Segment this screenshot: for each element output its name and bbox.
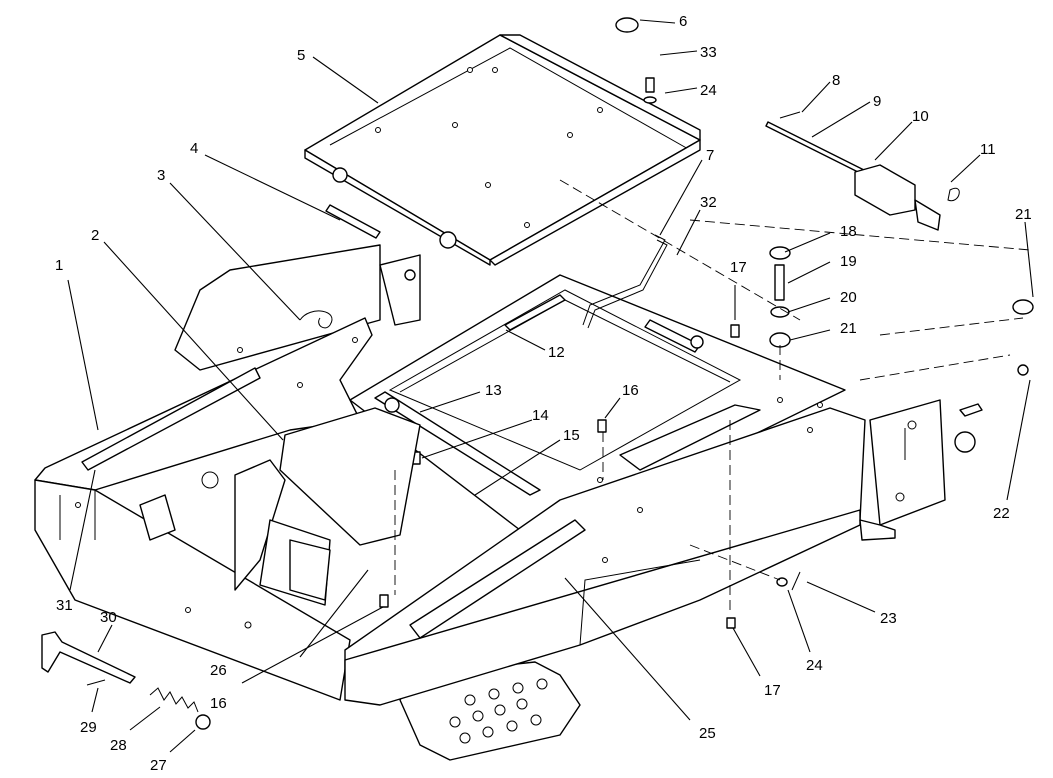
- main-frame: [34, 244, 983, 706]
- callout-12: 12: [548, 344, 565, 361]
- leader-lines: [67, 19, 1034, 753]
- callout-16-lower: 16: [210, 695, 227, 712]
- callout-21-right: 21: [1015, 206, 1032, 223]
- callout-25: 25: [699, 725, 716, 742]
- callout-2: 2: [91, 227, 99, 244]
- callout-21-center: 21: [840, 320, 857, 337]
- callout-3: 3: [157, 167, 165, 184]
- callout-17-lower: 17: [764, 682, 781, 699]
- callout-4: 4: [190, 140, 198, 157]
- callout-28: 28: [110, 737, 127, 754]
- callout-1: 1: [55, 257, 63, 274]
- callout-24-lower: 24: [806, 657, 823, 674]
- foot-plate: [399, 661, 581, 761]
- callout-27: 27: [150, 757, 167, 774]
- callout-19: 19: [840, 253, 857, 270]
- callout-17-upper: 17: [730, 259, 747, 276]
- callout-29: 29: [80, 719, 97, 736]
- callout-32: 32: [700, 194, 717, 211]
- callout-labels: 1 2 3 4 5 6 7 8 9 10 11 12 13 14 15 16 1…: [55, 13, 1032, 774]
- callout-10: 10: [912, 108, 929, 125]
- callout-15: 15: [563, 427, 580, 444]
- callout-8: 8: [832, 72, 840, 89]
- callout-30: 30: [100, 609, 117, 626]
- callout-18: 18: [840, 223, 857, 240]
- callout-7: 7: [706, 147, 714, 164]
- callout-23: 23: [880, 610, 897, 627]
- callout-22: 22: [993, 505, 1010, 522]
- pin-4: [325, 204, 381, 239]
- callout-11: 11: [980, 141, 996, 158]
- callout-33: 33: [700, 44, 717, 61]
- callout-31: 31: [56, 597, 73, 614]
- callout-9: 9: [873, 93, 881, 110]
- callout-20: 20: [840, 289, 857, 306]
- callout-14: 14: [532, 407, 549, 424]
- callout-24-upper: 24: [700, 82, 717, 99]
- callout-5: 5: [297, 47, 305, 64]
- seat-plate: [304, 34, 701, 266]
- callout-16-upper: 16: [622, 382, 639, 399]
- callout-26: 26: [210, 662, 227, 679]
- callout-13: 13: [485, 382, 502, 399]
- callout-6: 6: [679, 13, 687, 30]
